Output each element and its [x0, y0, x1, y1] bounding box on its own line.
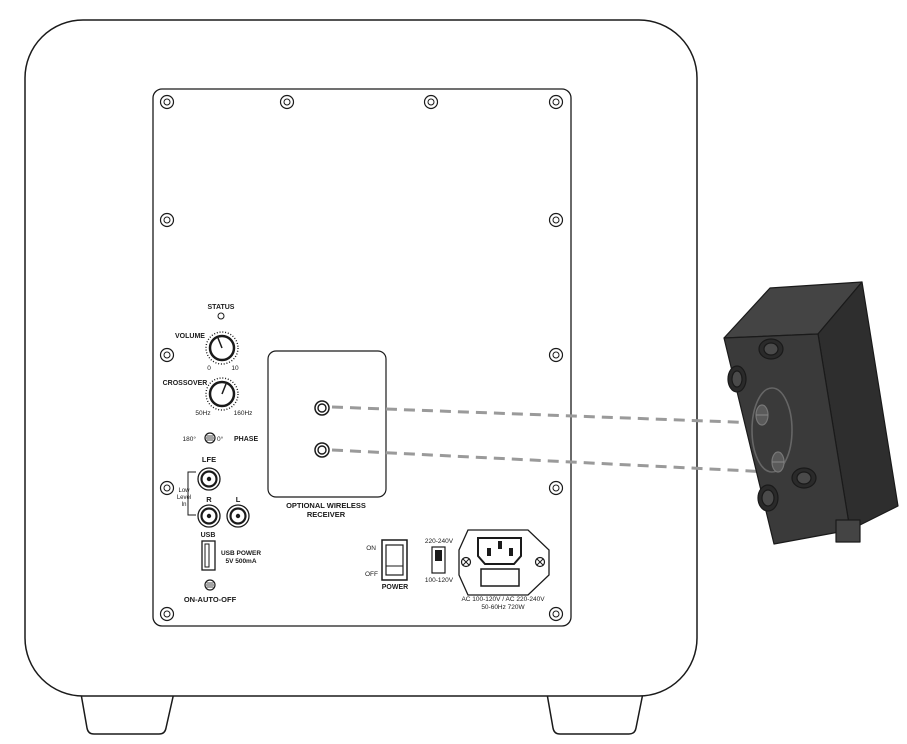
wireless-receiver-bay — [267, 350, 387, 498]
wireless-receiver-label-line1: OPTIONAL WIRELESS — [286, 501, 366, 510]
receiver-guide-lines — [331, 405, 771, 474]
voltage-low-label: 100-120V — [425, 577, 454, 584]
low-level-bracket — [187, 471, 196, 516]
power-switch-rocker — [385, 544, 404, 576]
phase-180-label: 180° — [183, 435, 197, 443]
lfe-label: LFE — [202, 455, 216, 464]
receiver-tab — [835, 519, 861, 543]
screw — [548, 347, 564, 363]
ac-rating-label-line2: 50-60Hz 720W — [481, 604, 525, 611]
guide-line-lower — [331, 448, 771, 474]
volume-max-label: 10 — [231, 365, 239, 372]
screw — [279, 94, 295, 110]
power-off-label: OFF — [365, 571, 378, 578]
right-input-jack[interactable] — [197, 504, 221, 528]
receiver-foot-left — [727, 365, 747, 393]
screw — [159, 347, 175, 363]
wireless-port-upper[interactable] — [314, 400, 330, 416]
low-level-in-label-line2: Level — [177, 495, 191, 501]
volume-label: VOLUME — [175, 333, 205, 340]
power-label: POWER — [382, 584, 408, 591]
screw — [159, 94, 175, 110]
ac-inlet-pin-earth — [498, 541, 502, 549]
power-on-label: ON — [366, 545, 376, 552]
usb-label: USB — [201, 532, 216, 539]
receiver-connector-lower — [771, 451, 785, 473]
phase-label: PHASE — [234, 436, 258, 443]
screw — [159, 480, 175, 496]
voltage-high-label: 220-240V — [425, 538, 454, 545]
screw — [423, 94, 439, 110]
subwoofer-feet — [79, 687, 645, 735]
crossover-label: CROSSOVER — [163, 380, 208, 387]
receiver-foot-right — [791, 467, 817, 489]
receiver-connector-ring — [751, 387, 793, 473]
usb-port-tongue — [204, 543, 210, 568]
ac-power-inlet[interactable] — [477, 537, 522, 565]
screw — [548, 606, 564, 622]
crossover-knob-scale — [205, 377, 239, 411]
wireless-receiver-label-line2: RECEIVER — [307, 510, 346, 519]
ac-inlet-pin-neutral — [509, 548, 513, 556]
phase-switch-grip — [206, 435, 214, 441]
ac-inlet-screw-left — [460, 556, 472, 568]
low-level-in-label-line1: Low — [178, 488, 190, 494]
wireless-receiver-module — [723, 281, 899, 545]
receiver-connector-upper — [755, 404, 769, 426]
plate-screws — [159, 94, 564, 622]
ac-inlet-pin-live — [487, 548, 491, 556]
volume-min-label: 0 — [207, 365, 211, 372]
low-level-in-label-line3: In — [181, 502, 186, 508]
screw — [548, 212, 564, 228]
crossover-knob-pointer — [221, 383, 227, 395]
usb-power-label-line2: 5V 500mA — [225, 558, 256, 565]
ac-rating-label-line1: AC 100-120V / AC 220-240V — [461, 596, 545, 603]
phase-0-label: 0° — [217, 435, 224, 443]
lfe-input-jack[interactable] — [197, 467, 221, 491]
auto-switch-label: ON-AUTO-OFF — [184, 595, 237, 604]
receiver-foot-top-left — [758, 338, 784, 360]
auto-switch-grip — [206, 582, 214, 588]
crossover-max-label: 160Hz — [234, 410, 253, 417]
fuse-drawer[interactable] — [480, 568, 520, 587]
ac-inlet-screw-right — [534, 556, 546, 568]
receiver-foot-bottom-left — [757, 484, 779, 512]
screw — [159, 212, 175, 228]
left-input-label: L — [236, 495, 241, 504]
voltage-selector-slider — [435, 550, 442, 561]
wireless-port-lower[interactable] — [314, 442, 330, 458]
right-foot — [545, 687, 645, 735]
crossover-min-label: 50Hz — [195, 410, 210, 417]
screw — [548, 94, 564, 110]
volume-knob-scale — [205, 331, 239, 365]
right-input-label: R — [206, 495, 212, 504]
status-led — [217, 312, 225, 320]
left-input-jack[interactable] — [226, 504, 250, 528]
screw — [548, 480, 564, 496]
volume-knob-pointer — [217, 337, 223, 349]
status-label: STATUS — [208, 304, 235, 311]
screw — [159, 606, 175, 622]
left-foot — [79, 687, 176, 735]
usb-power-label-line1: USB POWER — [221, 550, 261, 557]
